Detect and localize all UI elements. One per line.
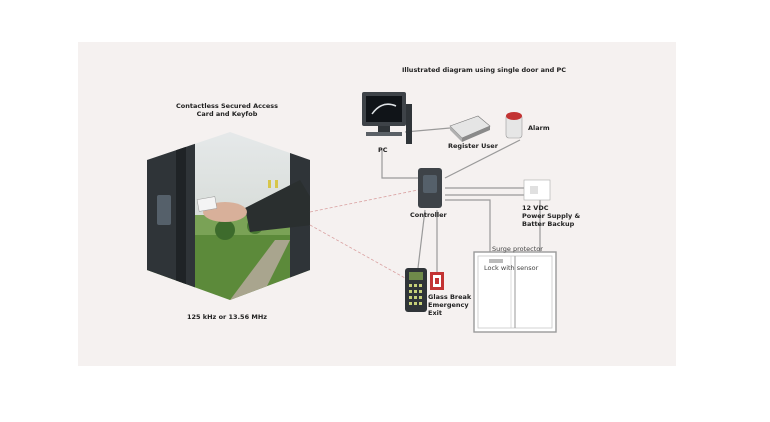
glass-break-label: Glass Break Emergency Exit (428, 293, 472, 317)
card-title-line2: Card and Keyfob (196, 110, 258, 118)
power-supply-label: 12 VDC Power Supply & Batter Backup (522, 204, 581, 228)
keypad-device-icon (405, 268, 427, 312)
dashed-link-keypad (309, 224, 406, 279)
card-title-line1: Contactless Secured Access (176, 102, 278, 110)
alarm-icon (505, 112, 523, 139)
diagram-title: Illustrated diagram using single door an… (401, 66, 567, 74)
pc-label: PC (378, 146, 388, 154)
controller-device-icon (418, 168, 442, 208)
alarm-label: Alarm (528, 124, 550, 132)
register-user-label: Register User (448, 142, 498, 150)
surge-protector-label: Surge protector (492, 245, 543, 253)
power-supply-icon (523, 179, 551, 201)
controller-label: Controller (410, 211, 447, 219)
register-user-device-icon (449, 115, 491, 142)
door-icon (473, 251, 557, 333)
card-reader-photo (147, 132, 310, 300)
lock-with-sensor-label: Lock with sensor (484, 264, 539, 272)
pc-monitor-icon (362, 92, 412, 144)
glass-break-icon (430, 272, 444, 290)
dashed-link-controller (309, 189, 419, 213)
frequency-label: 125 kHz or 13.56 MHz (186, 313, 268, 321)
